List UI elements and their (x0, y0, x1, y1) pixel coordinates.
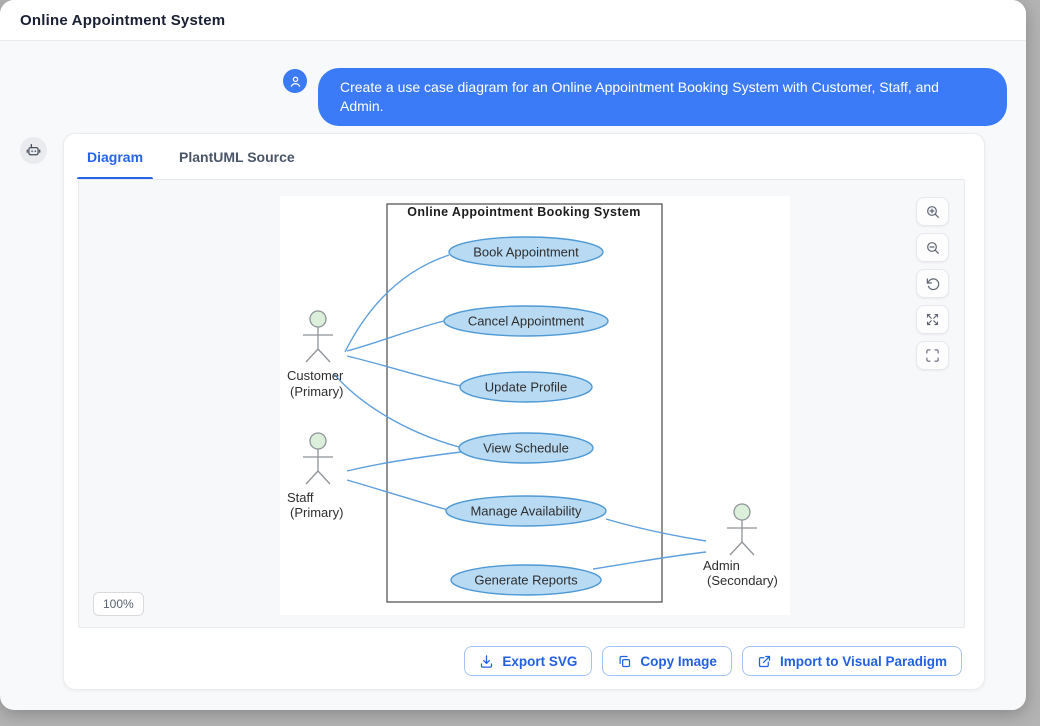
tab-plantuml-source[interactable]: PlantUML Source (169, 134, 305, 179)
svg-text:Generate Reports: Generate Reports (474, 573, 578, 588)
actor-admin: Admin (Secondary) (703, 503, 778, 588)
chat-row: Create a use case diagram for an Online … (283, 68, 1007, 126)
page-title: Online Appointment System (20, 11, 226, 29)
association-lines (333, 254, 707, 570)
app-window: Online Appointment System Create a use c… (0, 0, 1026, 710)
export-svg-button[interactable]: Export SVG (464, 646, 593, 676)
svg-text:Online Appointment Booking Sys: Online Appointment Booking System (407, 205, 641, 219)
export-svg-label: Export SVG (502, 653, 578, 669)
robot-icon (26, 144, 41, 156)
zoom-in-icon (926, 205, 939, 218)
zoom-in-button[interactable] (916, 197, 949, 226)
use-case-ellipse: Cancel Appointment (443, 305, 609, 337)
assoc-customer-cancel (346, 320, 445, 352)
use-case-ellipse: Manage Availability (445, 495, 607, 527)
assoc-customer-book (344, 254, 450, 353)
zoom-controls (916, 197, 949, 370)
assoc-staff-view (346, 451, 462, 472)
use-cases: Book Appointment Cancel Appointment Upda… (443, 236, 609, 596)
fullscreen-icon (926, 349, 939, 362)
assoc-generate-admin (592, 551, 707, 570)
tab-diagram[interactable]: Diagram (77, 134, 154, 179)
svg-text:Admin: Admin (703, 558, 740, 573)
svg-text:Customer: Customer (287, 368, 344, 383)
zoom-level-badge: 100% (93, 592, 144, 616)
use-case-ellipse: View Schedule (458, 432, 594, 464)
copy-image-label: Copy Image (640, 653, 717, 669)
download-icon (481, 654, 493, 668)
system-boundary: Online Appointment Booking System (386, 203, 663, 603)
assoc-manage-admin (605, 518, 707, 542)
svg-text:View Schedule: View Schedule (483, 441, 569, 456)
result-card: Diagram PlantUML Source Online Appointme… (63, 133, 985, 690)
use-case-ellipse: Update Profile (459, 371, 593, 403)
svg-text:(Primary): (Primary) (290, 505, 343, 520)
svg-text:Book Appointment: Book Appointment (473, 245, 579, 260)
copy-icon (619, 655, 631, 667)
svg-text:Manage Availability: Manage Availability (470, 504, 582, 519)
app-header: Online Appointment System (0, 0, 1026, 41)
svg-text:Update Profile: Update Profile (485, 380, 567, 395)
copy-image-button[interactable]: Copy Image (602, 646, 732, 676)
chat-message-bubble: Create a use case diagram for an Online … (318, 68, 1007, 126)
user-icon (290, 76, 300, 87)
svg-text:Cancel Appointment: Cancel Appointment (468, 314, 585, 329)
svg-text:(Primary): (Primary) (290, 384, 343, 399)
diagram-panel: Online Appointment Booking System (78, 179, 965, 628)
svg-text:(Secondary): (Secondary) (707, 573, 778, 588)
reset-icon (926, 277, 939, 290)
tab-bar: Diagram PlantUML Source (77, 134, 305, 179)
actor-customer: Customer (Primary) (287, 310, 344, 399)
expand-button[interactable] (916, 305, 949, 334)
assoc-staff-manage (346, 479, 449, 511)
import-to-visual-paradigm-button[interactable]: Import to Visual Paradigm (741, 646, 962, 676)
zoom-out-button[interactable] (916, 233, 949, 262)
use-case-diagram-canvas[interactable]: Online Appointment Booking System (280, 196, 790, 615)
assoc-customer-update (346, 355, 462, 387)
actor-staff: Staff (Primary) (287, 432, 343, 520)
assoc-customer-view (333, 373, 460, 448)
assistant-avatar (20, 137, 47, 164)
fullscreen-button[interactable] (916, 341, 949, 370)
svg-text:Staff: Staff (287, 490, 314, 505)
zoom-out-icon (926, 241, 939, 254)
avatar (283, 69, 307, 93)
footer-actions: Export SVG Copy Image Import to Visual P… (464, 646, 962, 676)
import-vp-label: Import to Visual Paradigm (779, 653, 947, 669)
expand-arrows-icon (926, 313, 939, 326)
reset-view-button[interactable] (916, 269, 949, 298)
use-case-ellipse: Book Appointment (448, 236, 604, 268)
use-case-ellipse: Generate Reports (450, 564, 602, 596)
external-link-icon (758, 655, 771, 667)
